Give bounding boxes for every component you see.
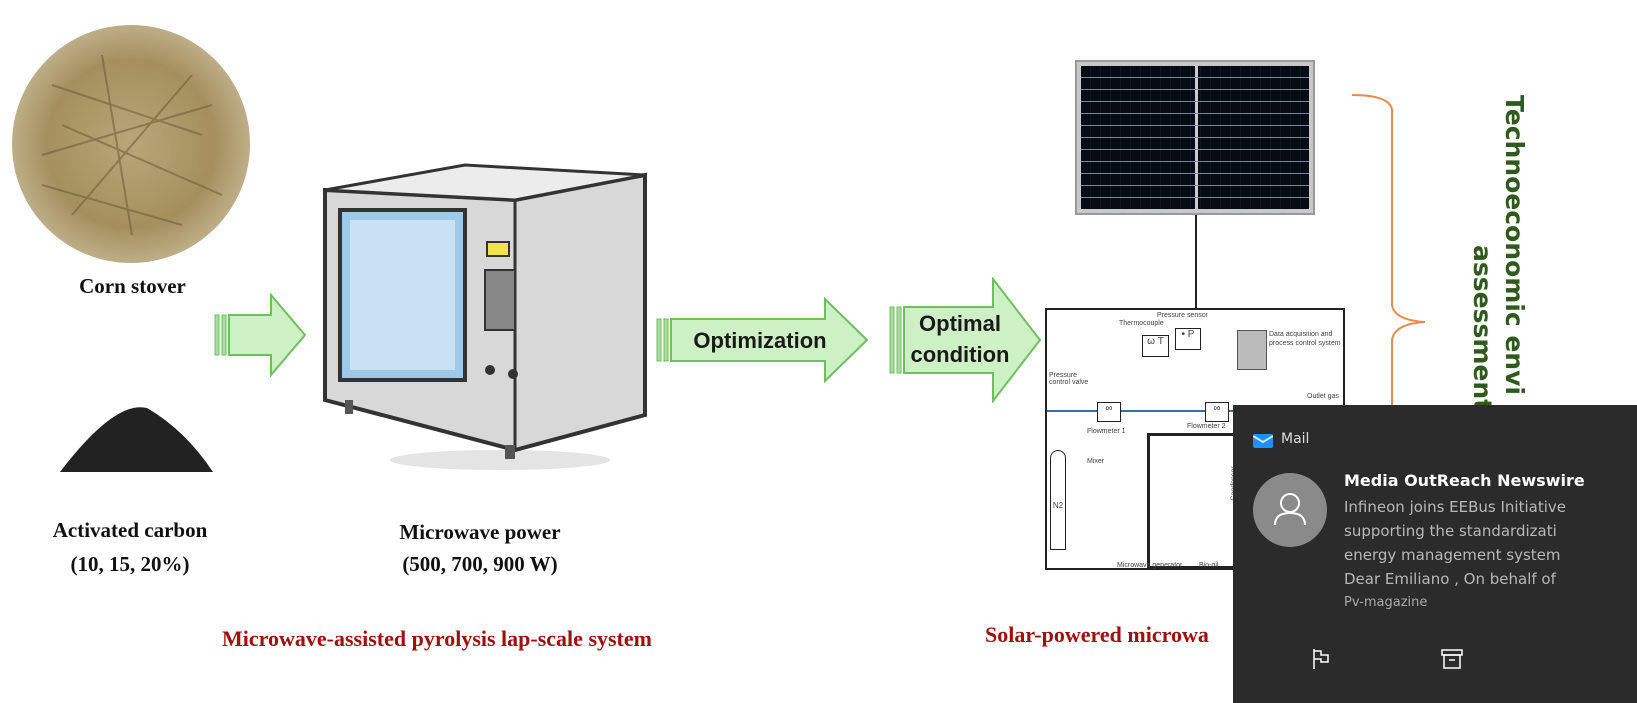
mixer-label: Mixer bbox=[1087, 458, 1105, 465]
optimal-condition-arrow bbox=[889, 277, 1042, 403]
microwave-power-label: Microwave power bbox=[399, 520, 561, 544]
input-arrow bbox=[214, 293, 307, 378]
body-line: energy management system bbox=[1344, 546, 1561, 564]
pressure-valve-label: Pressure control valve bbox=[1049, 372, 1089, 386]
generator-label: Microwave generator bbox=[1117, 562, 1183, 569]
lab-system-title: Microwave-assisted pyrolysis lap-scale s… bbox=[222, 626, 652, 651]
flowmeter2-label: Flowmeter 2 bbox=[1187, 423, 1226, 430]
curly-brace bbox=[1351, 94, 1426, 703]
assessment-line2: assessment bbox=[1468, 245, 1497, 412]
notification-body: Infineon joins EEBus Initiative supporti… bbox=[1344, 495, 1566, 591]
optimal-label-line1: Optimal bbox=[919, 311, 1001, 336]
connector-line bbox=[1195, 215, 1197, 308]
activated-carbon-values: (10, 15, 20%) bbox=[70, 552, 190, 576]
biooil-label: Bio-oil bbox=[1199, 562, 1219, 569]
body-line: supporting the standardizati bbox=[1344, 522, 1557, 540]
microwave-power-values: (500, 700, 900 W) bbox=[402, 552, 558, 576]
optimal-label-line2: condition bbox=[910, 342, 1010, 367]
optimization-arrow bbox=[656, 297, 869, 383]
microwave-illustration bbox=[323, 163, 647, 470]
solar-panel-image bbox=[1075, 60, 1315, 215]
notification-source: Pv-magazine bbox=[1344, 595, 1428, 610]
mail-icon bbox=[1253, 434, 1273, 448]
flag-icon[interactable] bbox=[1309, 647, 1333, 671]
notification-sender: Media OutReach Newswire bbox=[1344, 471, 1585, 490]
body-line: Infineon joins EEBus Initiative bbox=[1344, 498, 1566, 516]
outlet-label: Outlet gas bbox=[1307, 393, 1339, 400]
optimal-condition-label: Optimal condition bbox=[905, 308, 1015, 370]
corn-stover-label: Corn stover bbox=[79, 274, 186, 298]
flowmeter1-label: Flowmeter 1 bbox=[1087, 428, 1126, 435]
activated-carbon-label: Activated carbon bbox=[52, 518, 208, 542]
optimization-label: Optimization bbox=[693, 328, 827, 353]
archive-icon[interactable] bbox=[1440, 647, 1464, 671]
corn-stover-image bbox=[12, 25, 250, 263]
assessment-line1: Technoeconomic envi bbox=[1500, 95, 1529, 395]
assessment-label: Technoeconomic envi assessment bbox=[1466, 95, 1530, 411]
daq-label: Data acquisition and process control sys… bbox=[1269, 331, 1341, 347]
solar-system-title: Solar-powered microwa bbox=[985, 622, 1209, 647]
mail-notification[interactable]: Mail Media OutReach Newswire Infineon jo… bbox=[1233, 405, 1637, 703]
thermocouple-label: Thermocouple bbox=[1119, 320, 1164, 327]
pressure-sensor-label: Pressure sensor bbox=[1157, 312, 1208, 319]
activated-carbon-image bbox=[55, 400, 215, 480]
body-line: Dear Emiliano , On behalf of bbox=[1344, 570, 1556, 588]
person-icon bbox=[1274, 493, 1306, 526]
notification-app-name: Mail bbox=[1281, 431, 1310, 447]
sender-avatar bbox=[1253, 473, 1327, 547]
n2-cylinder: N2 bbox=[1050, 450, 1066, 550]
